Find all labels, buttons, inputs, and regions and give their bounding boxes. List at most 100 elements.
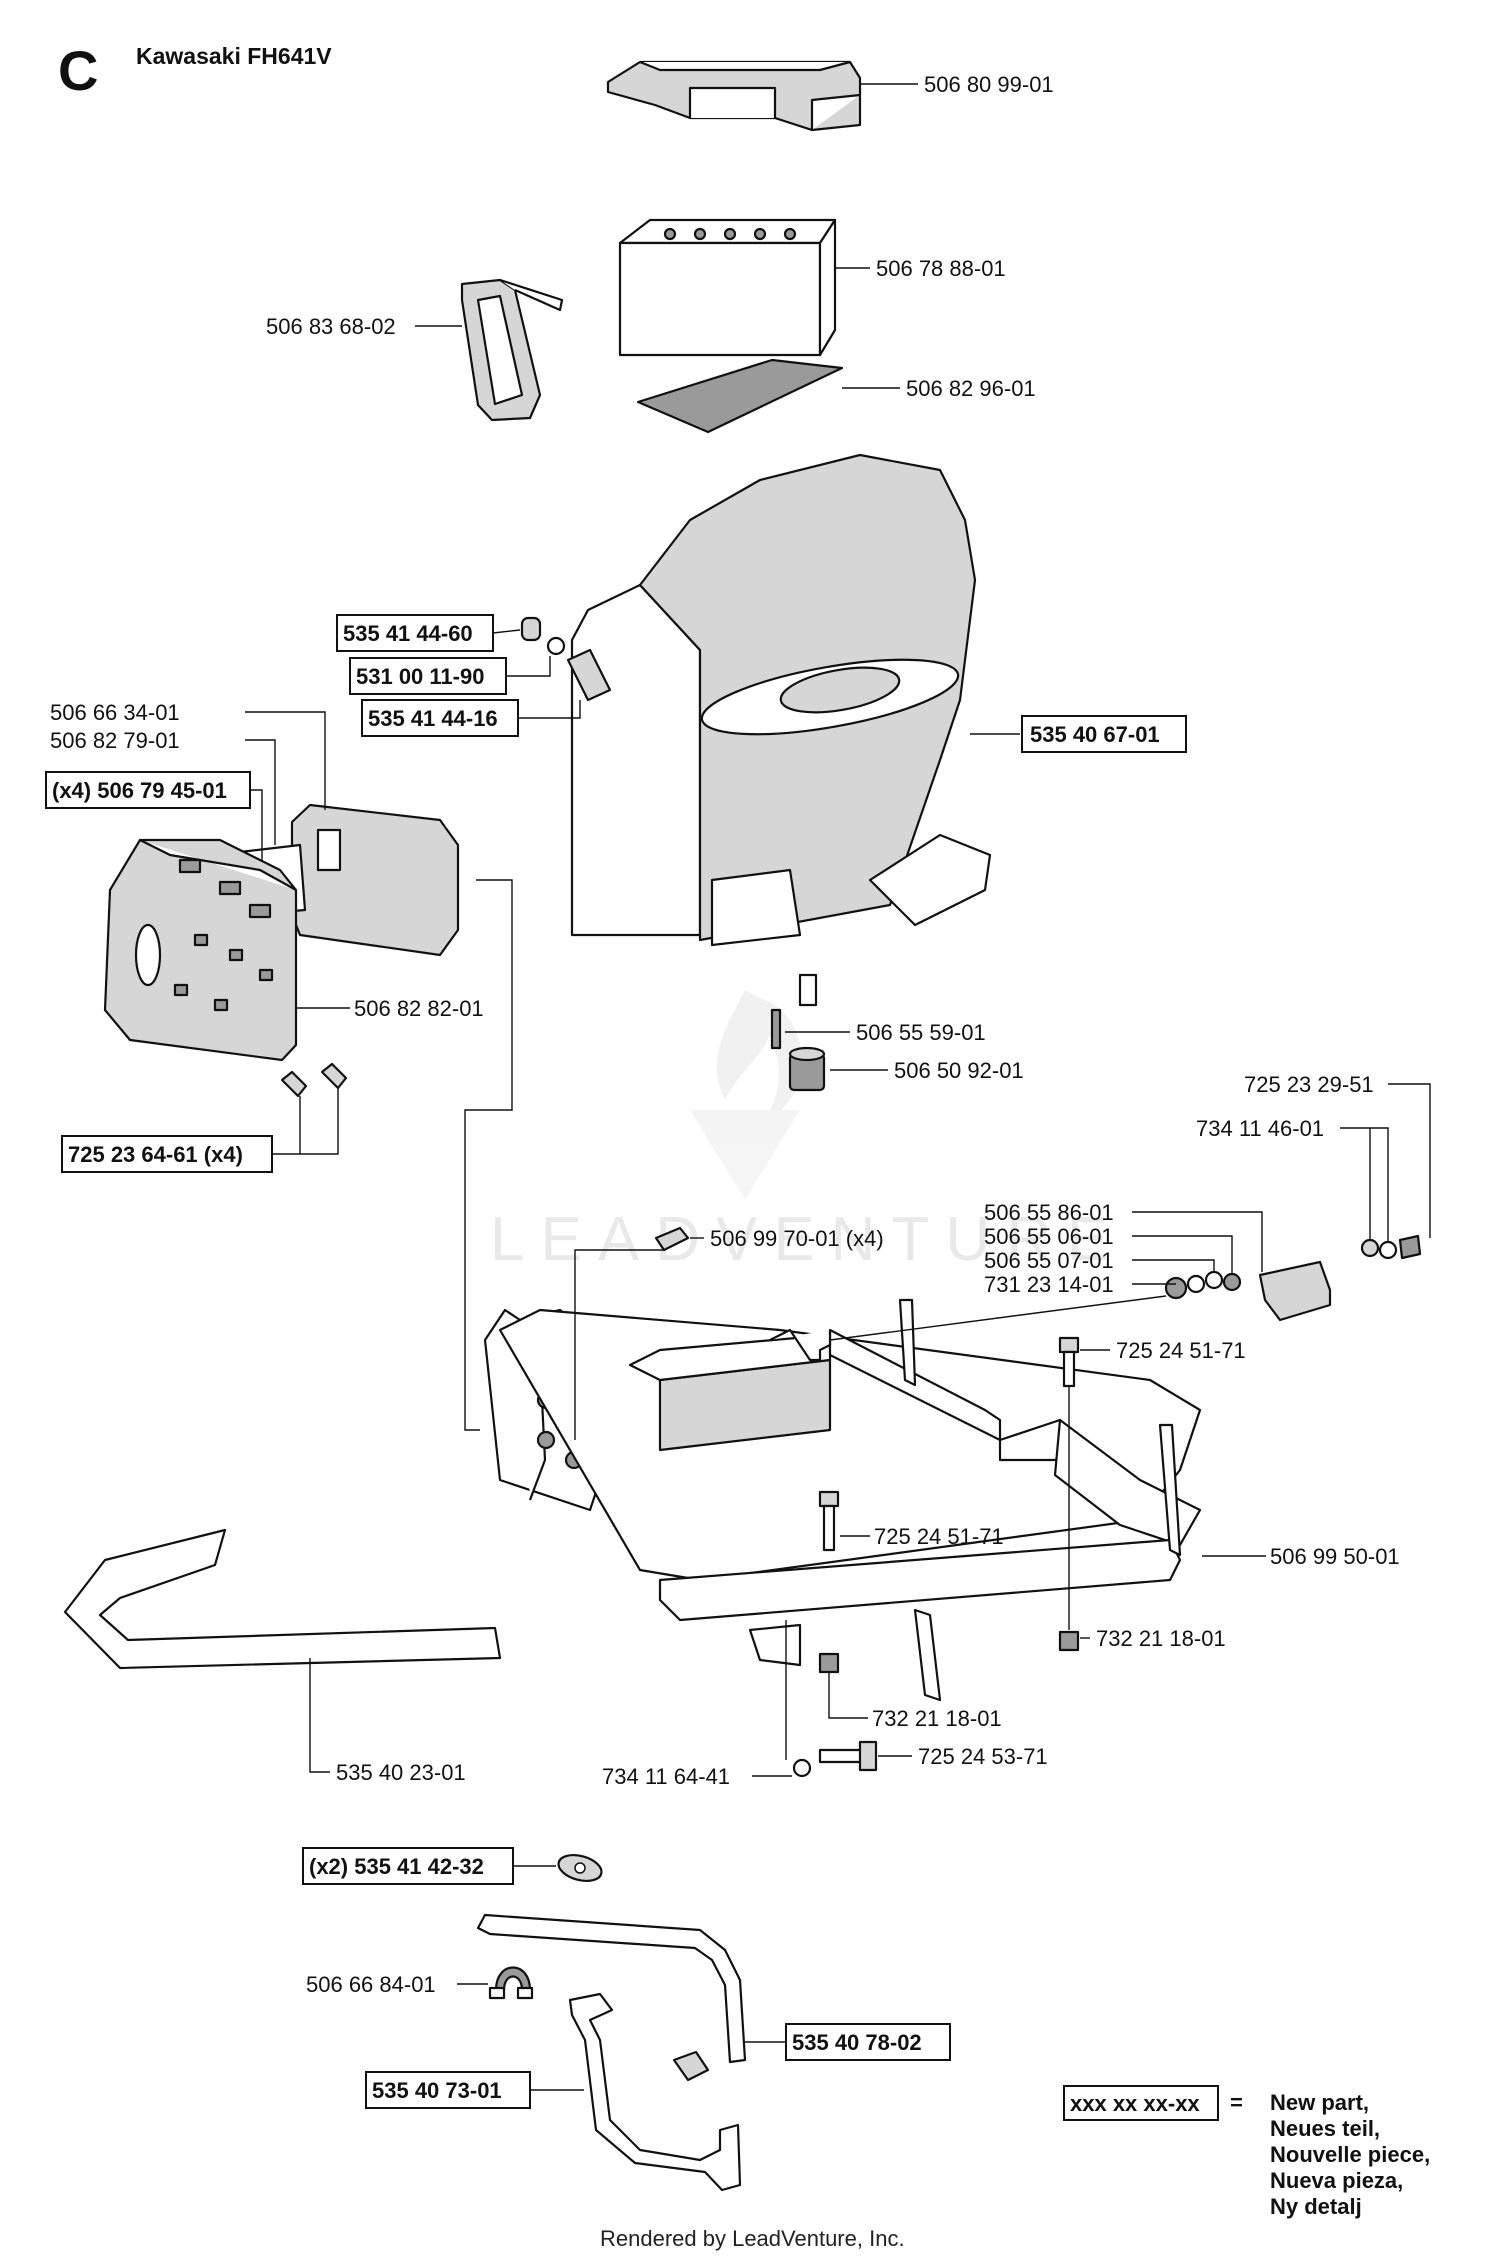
leader-washer-734-11-46-a [1340,1127,1371,1240]
battery-part [618,218,837,357]
leader-engine-washer [506,656,551,677]
label-muffler-guard: 506 82 82-01 [354,996,484,1021]
label-engine-washer: 531 00 11-90 [356,664,484,689]
leader-bolt-x4-down [574,1249,664,1440]
pipe-b-part [568,1992,742,2192]
label-bolt-c: 725 24 53-71 [918,1744,1048,1769]
legend-line-5: Ny detalj [1270,2194,1362,2219]
footer-credit: Rendered by LeadVenture, Inc. [600,2226,905,2251]
legend-sample: xxx xx xx-xx [1070,2091,1200,2116]
nut-731-part [1164,1274,1206,1300]
label-battery: 506 78 88-01 [876,256,1006,281]
nut-b-part [818,1652,840,1674]
label-bolt-b: 725 24 51-71 [874,1524,1004,1549]
label-washer-734-11-46: 734 11 46-01 [1196,1116,1324,1141]
bolt-c-part [818,1740,878,1772]
label-key: 506 55 59-01 [856,1020,986,1045]
label-muffler-b: 506 82 79-01 [50,728,180,753]
label-engine-bolt: 535 41 44-60 [343,621,473,646]
leader-muffler-a [245,711,326,810]
box-muffler-screws [45,771,251,809]
box-engine-spacer [361,699,519,737]
box-engine [1021,715,1187,753]
muffler-guard-part [103,838,298,1062]
watermark-text: LEADVENTURE [490,1205,1124,1274]
leader-clip-a [1132,1211,1263,1272]
box-engine-washer [349,657,507,695]
label-pulley: 506 50 92-01 [894,1058,1024,1083]
washer-c-part [792,1758,812,1778]
engine-bolt-part [520,616,542,642]
label-clamp: 506 66 84-01 [306,1972,436,1997]
label-engine-spacer: 535 41 44-16 [368,706,498,731]
box-pipe-a [785,2023,951,2061]
box-guard-screws [61,1135,273,1173]
switch-part [1204,1260,1332,1322]
leader-clip-c [1132,1259,1215,1272]
label-bolt-x4: 506 99 70-01 (x4) [710,1226,884,1251]
leader-muffler-screws [250,789,263,862]
legend-line-1: New part, [1270,2090,1369,2115]
label-nut-a: 732 21 18-01 [1096,1626,1226,1651]
label-pipe-b: 535 40 73-01 [372,2078,502,2103]
leader-exhaust-ref [464,879,513,1431]
engine-part [570,453,992,1007]
leader-guard-screws-a [272,1096,301,1155]
leader-washer-734-11-46-b [1370,1127,1389,1242]
label-screw-725-23-29: 725 23 29-51 [1244,1072,1374,1097]
pipe-a-part [476,1913,747,2064]
leader-switch-ref [829,1295,1167,1341]
leader-guard-screws-b [300,1088,339,1155]
label-frame: 506 99 50-01 [1270,1544,1400,1569]
guard-screw-b-part [320,1062,348,1090]
legend-line-4: Nueva pieza, [1270,2168,1403,2193]
leader-muffler-b [245,739,276,845]
box-gasket [302,1847,514,1885]
leader-engine-bolt [492,629,521,634]
label-pipe-a: 535 40 78-02 [792,2030,922,2055]
clamp-part [488,1966,534,2000]
legend-line-2: Neues teil, [1270,2116,1380,2141]
leader-bumper [309,1658,330,1773]
bolt-x4-part [654,1226,690,1252]
key-part [770,1008,782,1050]
label-guard-screws: 725 23 64-61 (x4) [68,1142,243,1167]
label-seat-cover: 506 80 99-01 [924,72,1054,97]
label-washer-c: 734 11 64-41 [602,1764,730,1789]
model-title: Kawasaki FH641V [136,43,332,69]
leader-engine-spacer [518,700,581,719]
bolt-b-part [818,1490,840,1552]
leader-clip-b [1132,1235,1233,1274]
label-clip-b: 506 55 06-01 [984,1224,1114,1249]
bumper-part [63,1528,502,1670]
legend-equals: = [1230,2090,1243,2115]
label-bolt-a: 725 24 51-71 [1116,1338,1246,1363]
box-pipe-b [365,2071,531,2109]
section-letter: C [58,39,98,102]
guard-screw-a-part [280,1070,308,1098]
leader-nut-b [828,1672,868,1719]
label-muffler-a: 506 66 34-01 [50,700,180,725]
nut-a-part [1058,1630,1080,1652]
label-muffler-screws: (x4) 506 79 45-01 [52,778,227,803]
label-nut-b: 732 21 18-01 [872,1706,1002,1731]
label-clip-c: 506 55 07-01 [984,1248,1114,1273]
battery-mat-part [636,358,844,434]
frame-part [483,1298,1202,1702]
label-engine: 535 40 67-01 [1030,722,1160,747]
label-clip-a: 506 55 86-01 [984,1200,1114,1225]
engine-washer-part [546,636,566,656]
engine-spacer-part [566,648,612,702]
legend-line-3: Nouvelle piece, [1270,2142,1430,2167]
label-battery-strap: 506 83 68-02 [266,314,396,339]
legend-sample-box [1063,2085,1219,2121]
gasket-hole [574,1862,586,1874]
pulley-part [788,1046,826,1092]
label-nut-731: 731 23 14-01 [984,1272,1114,1297]
watermark-logo [690,990,803,1200]
seat-cover-part [606,60,862,132]
label-battery-mat: 506 82 96-01 [906,376,1036,401]
leader-screw-725-23-29 [1388,1083,1431,1238]
battery-strap-part [460,278,564,422]
